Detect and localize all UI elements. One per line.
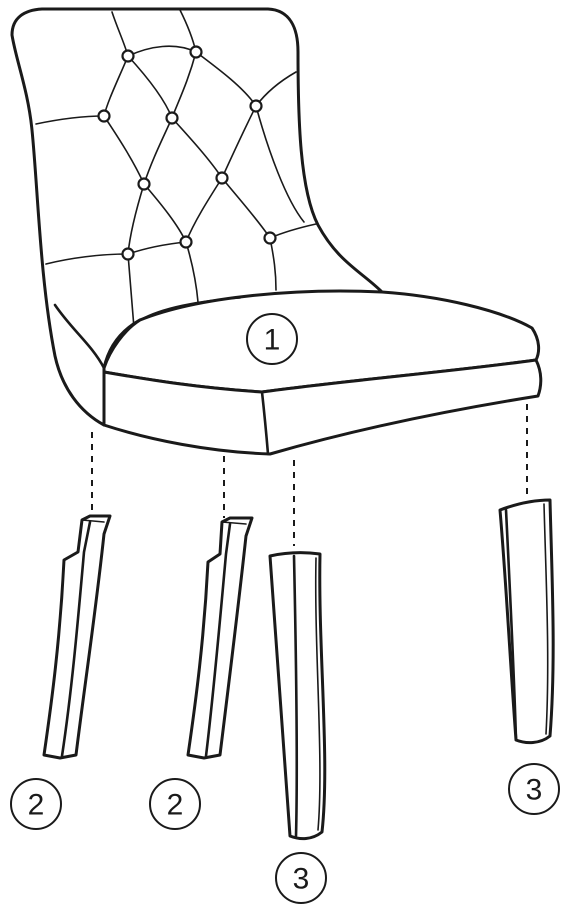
front-leg-left <box>270 553 325 839</box>
rear-leg-right-body <box>188 518 252 758</box>
callout-label: 3 <box>293 863 310 896</box>
tuft-button <box>251 101 262 112</box>
tuft-button <box>217 173 228 184</box>
tuft-button <box>139 179 150 190</box>
tuft-button <box>265 233 276 244</box>
callout-label: 3 <box>526 774 543 807</box>
tuft-button <box>99 111 110 122</box>
callout-rear-leg-left: 2 <box>11 779 61 829</box>
chair-seat <box>104 291 541 454</box>
callout-label: 2 <box>28 789 45 822</box>
callout-front-leg-left: 3 <box>276 853 326 903</box>
callout-rear-leg-right: 2 <box>150 779 200 829</box>
callout-seat: 1 <box>247 314 297 364</box>
callout-label: 1 <box>264 324 281 357</box>
tuft-button <box>191 47 202 58</box>
rear-leg-right <box>188 518 252 758</box>
callout-label: 2 <box>167 789 184 822</box>
rear-leg-left <box>44 516 110 758</box>
tuft-button <box>123 249 134 260</box>
tuft-button <box>123 51 134 62</box>
tuft-button <box>167 113 178 124</box>
tuft-button <box>181 237 192 248</box>
front-leg-right <box>500 500 553 743</box>
callout-front-leg-right: 3 <box>509 764 559 814</box>
